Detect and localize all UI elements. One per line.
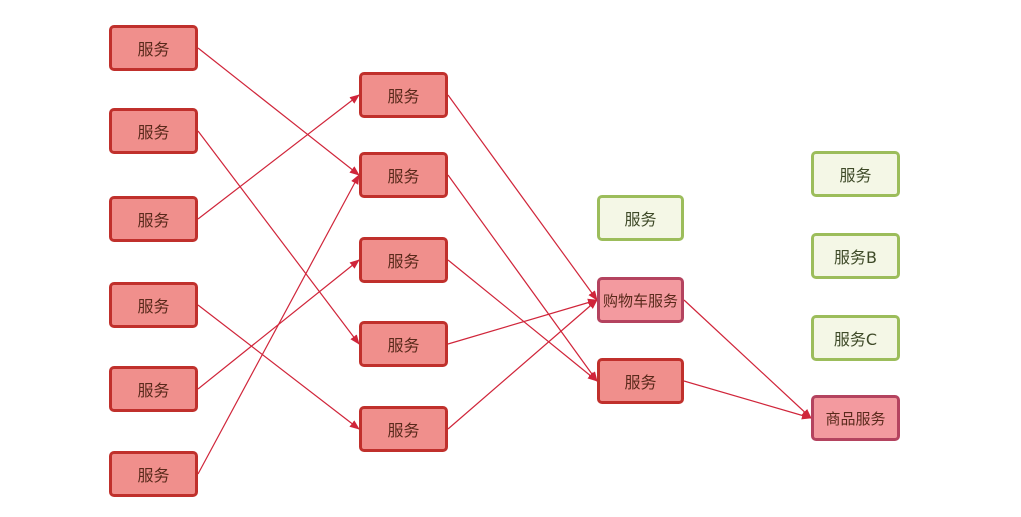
edge-c2r3-to-c3_bottom [447,259,598,382]
service-node[interactable]: 服务 [109,366,198,412]
edge-c2r2-to-c3_bottom [447,174,598,382]
service-node-idle[interactable]: 服务 [811,151,900,197]
edge-c3_bottom-to-product [683,380,812,420]
service-b-node[interactable]: 服务B [811,233,900,279]
edge-c1r3-to-c2r1 [197,94,360,220]
service-node[interactable]: 服务 [359,321,448,367]
service-node[interactable]: 服务 [359,152,448,198]
edge-c2r1-to-cart [447,94,598,301]
service-node[interactable]: 服务 [109,282,198,328]
service-c-node[interactable]: 服务C [811,315,900,361]
edge-c1r6-to-c2r2 [197,174,360,475]
edge-c1r1-to-c2r2 [197,47,360,176]
edge-c1r2-to-c2r4 [197,130,360,345]
product-service-node[interactable]: 商品服务 [811,395,900,441]
service-node-idle[interactable]: 服务 [597,195,684,241]
service-node[interactable]: 服务 [597,358,684,404]
edge-c1r4-to-c2r5 [197,304,360,430]
service-node[interactable]: 服务 [109,451,198,497]
edges-layer [197,47,812,475]
service-node[interactable]: 服务 [109,108,198,154]
service-node[interactable]: 服务 [109,25,198,71]
cart-service-node[interactable]: 购物车服务 [597,277,684,323]
service-node[interactable]: 服务 [359,72,448,118]
edge-cart-to-product [683,299,812,419]
service-node[interactable]: 服务 [109,196,198,242]
service-node[interactable]: 服务 [359,237,448,283]
edge-c2r5-to-cart [447,299,598,430]
service-node[interactable]: 服务 [359,406,448,452]
edge-c2r4-to-cart [447,298,598,345]
